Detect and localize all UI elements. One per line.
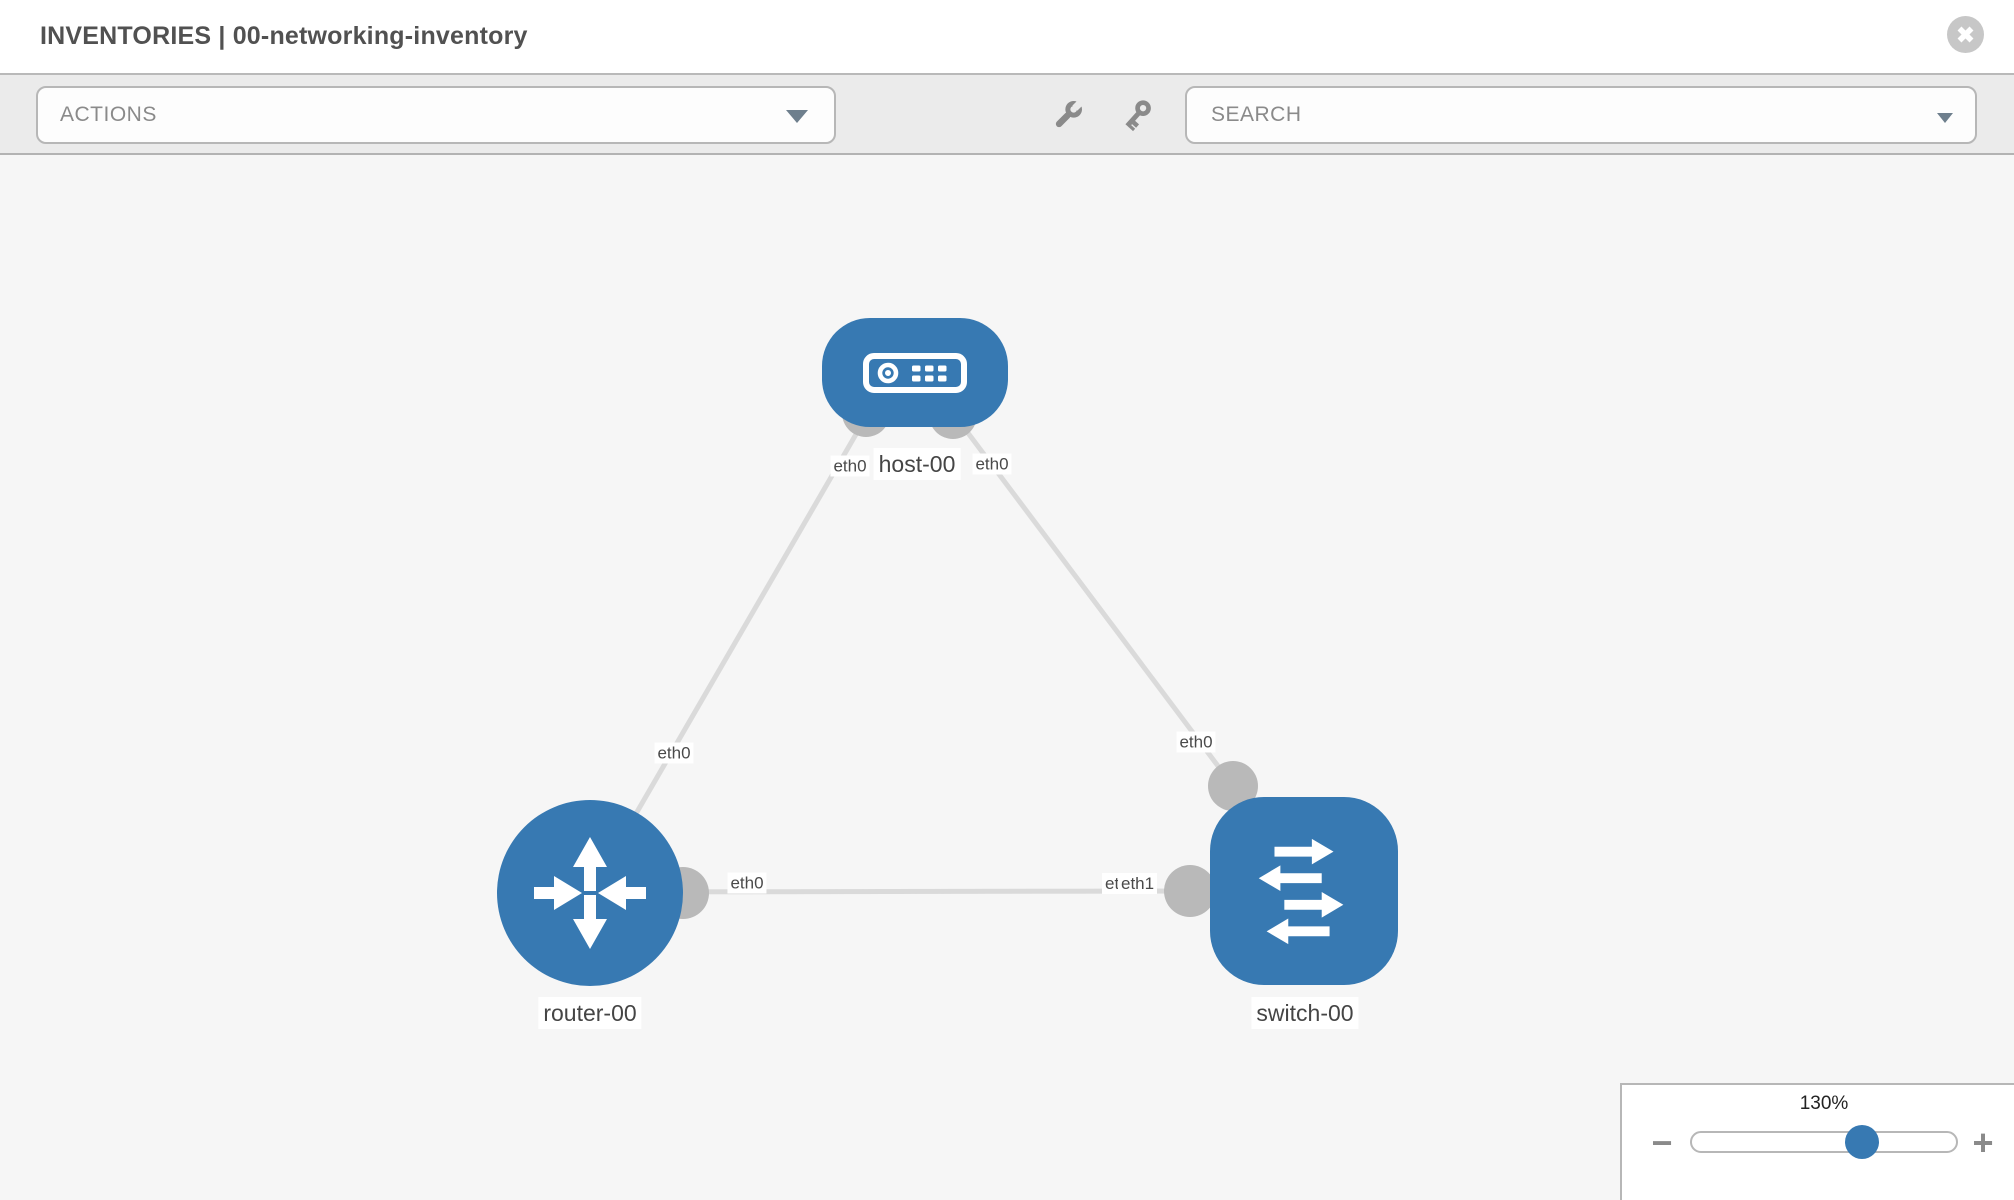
header-bar: INVENTORIES | 00-networking-inventory [0, 0, 2014, 73]
node-host-00[interactable] [822, 318, 1008, 427]
zoom-slider-track[interactable] [1690, 1125, 1958, 1159]
caret-down-icon [786, 110, 808, 123]
credentials-button[interactable] [1108, 89, 1164, 143]
actions-dropdown-label: ACTIONS [60, 103, 157, 126]
close-button[interactable] [1947, 16, 1984, 53]
switch-icon [1258, 838, 1344, 945]
configure-button[interactable] [1039, 89, 1095, 143]
close-icon [1957, 26, 1974, 43]
link-host-switch [951, 411, 1235, 788]
zoom-slider-handle[interactable] [1845, 1125, 1879, 1159]
node-label-host: host-00 [873, 448, 961, 480]
zoom-in-button[interactable]: + [1961, 1121, 2005, 1165]
wrench-icon [1055, 99, 1084, 128]
interface-label: eth1 [1118, 873, 1158, 894]
zoom-panel: 130% − + [1620, 1083, 2014, 1200]
interface-label: eth0 [1176, 731, 1216, 753]
actions-dropdown[interactable]: ACTIONS [36, 86, 836, 144]
node-router-00[interactable] [497, 800, 683, 986]
interface-endpoint [1164, 865, 1216, 917]
topology-canvas[interactable]: host-00 router-00 switch-00 eth0 eth0 et… [0, 155, 2014, 1200]
node-label-router: router-00 [538, 997, 642, 1029]
search-dropdown[interactable]: SEARCH [1185, 86, 1977, 144]
zoom-level-readout: 130% [1799, 1093, 1849, 1114]
host-icon [863, 352, 967, 393]
node-switch-00[interactable] [1210, 797, 1398, 985]
node-label-switch: switch-00 [1251, 997, 1359, 1029]
router-icon [534, 837, 646, 949]
page-title: INVENTORIES | 00-networking-inventory [40, 22, 528, 50]
search-input-placeholder: SEARCH [1211, 103, 1302, 126]
key-icon [1125, 100, 1151, 132]
interface-label: eth0 [972, 453, 1012, 475]
links-layer [587, 389, 1258, 919]
toolbar: ACTIONS [0, 73, 2014, 155]
interface-label: eth0 [727, 872, 767, 894]
interface-endpoint [1208, 761, 1258, 811]
caret-down-icon [1937, 113, 1953, 123]
interface-label: eth0 [654, 742, 694, 764]
zoom-out-button[interactable]: − [1640, 1121, 1684, 1165]
interface-label: eth0 [830, 455, 870, 477]
